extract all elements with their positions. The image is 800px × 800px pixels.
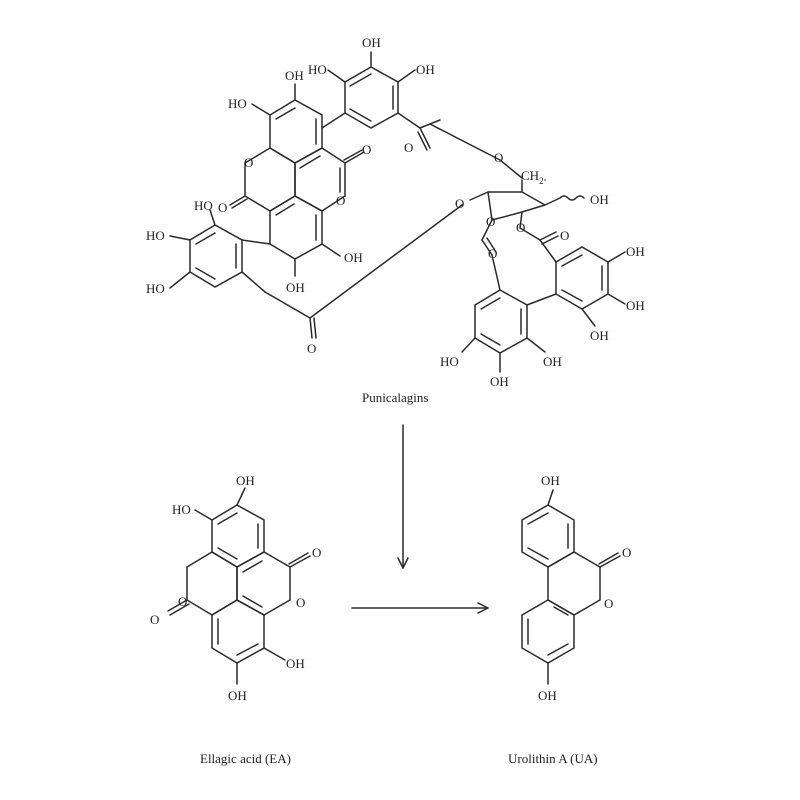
atom-label-oh: OH <box>590 328 609 343</box>
atom-label-o: O <box>560 228 569 243</box>
atom-label-ho: HO <box>194 198 213 213</box>
atom-label-oh: OH <box>590 192 609 207</box>
atom-label-ho: HO <box>228 96 247 111</box>
arrow-right <box>351 602 489 614</box>
atom-label-o: O <box>516 220 525 235</box>
atom-label-o: O <box>455 196 464 211</box>
atom-label-o: O <box>296 595 305 610</box>
caption-ellagic-acid: Ellagic acid (EA) <box>200 751 291 766</box>
caption-punicalagins: Punicalagins <box>362 390 428 405</box>
atom-label-oh: OH <box>286 656 305 671</box>
punicalagin-atom-labels: OH HO OH OH HO O O O O O O CH2 O O O OH … <box>146 35 645 389</box>
atom-label-oh: OH <box>362 35 381 50</box>
atom-label-ho: HO <box>440 354 459 369</box>
atom-label-oh: OH <box>416 62 435 77</box>
atom-label-o: O <box>622 545 631 560</box>
atom-label-o: O <box>494 150 503 165</box>
atom-label-o: O <box>362 142 371 157</box>
atom-label-o: O <box>307 341 316 356</box>
atom-label-ho: HO <box>308 62 327 77</box>
atom-label-o: O <box>486 214 495 229</box>
atom-label-oh: OH <box>490 374 509 389</box>
atom-label-o: O <box>404 140 413 155</box>
atom-label-oh: OH <box>236 473 255 488</box>
atom-label-oh: OH <box>541 473 560 488</box>
atom-label-oh: OH <box>543 354 562 369</box>
caption-urolithin-a: Urolithin A (UA) <box>508 751 598 766</box>
atom-label-oh: OH <box>286 280 305 295</box>
atom-label-oh: OH <box>626 298 645 313</box>
atom-label-ho: HO <box>172 502 191 517</box>
atom-label-o: O <box>178 594 187 609</box>
atom-label-oh: OH <box>344 250 363 265</box>
atom-label-ho: HO <box>146 281 165 296</box>
urolithin-a-structure <box>521 489 621 685</box>
atom-label-o: O <box>244 155 253 170</box>
atom-label-oh: OH <box>228 688 247 703</box>
urolithin-a-atom-labels: OH O O OH <box>538 473 631 703</box>
ellagic-acid-atom-labels: OH HO O O O O OH OH <box>150 473 321 703</box>
atom-label-ho: HO <box>146 228 165 243</box>
atom-label-o: O <box>604 596 613 611</box>
ellagic-acid-structure <box>167 487 311 685</box>
atom-label-ch2: CH2 <box>521 168 544 186</box>
atom-label-oh: OH <box>285 68 304 83</box>
atom-label-oh: OH <box>538 688 557 703</box>
arrow-down <box>397 424 409 569</box>
atom-label-o: O <box>312 545 321 560</box>
atom-label-o: O <box>150 612 159 627</box>
punicalagin-structure <box>169 51 626 373</box>
atom-label-o: O <box>336 193 345 208</box>
atom-label-o: O <box>218 200 227 215</box>
atom-label-o: O <box>488 246 497 261</box>
atom-label-oh: OH <box>626 244 645 259</box>
